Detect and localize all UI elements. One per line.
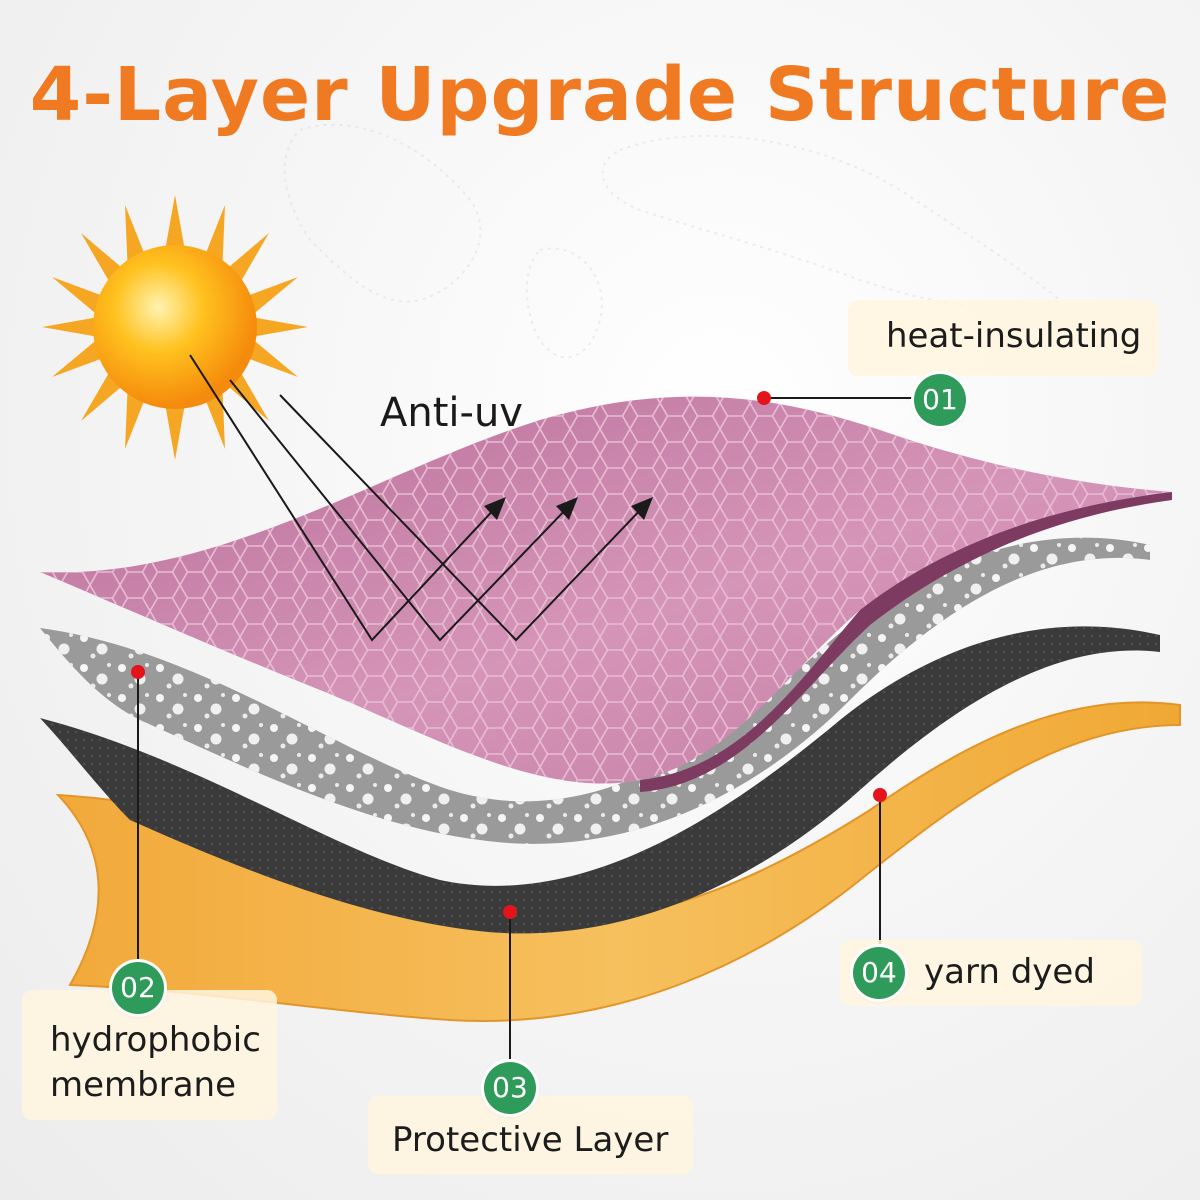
callout-box-03 xyxy=(368,1096,693,1174)
layer-03-badge: 03 xyxy=(484,1062,536,1114)
callout-box-01 xyxy=(848,300,1158,376)
layer-02-label-line2: membrane xyxy=(50,1065,237,1105)
layer-04-badge: 04 xyxy=(853,947,905,999)
callout-lines xyxy=(137,397,940,1060)
marker-03 xyxy=(503,905,517,919)
anti-uv-annotation: Anti-uv xyxy=(380,390,523,436)
layer-markers xyxy=(131,391,887,919)
background-texture xyxy=(283,123,1063,359)
uv-ray-lines xyxy=(189,354,646,642)
diagram-title: 4-Layer Upgrade Structure xyxy=(29,52,1171,138)
marker-01 xyxy=(757,391,771,405)
arrow-up-right-icon xyxy=(484,497,653,520)
layer-02-badge: 02 xyxy=(112,962,164,1014)
layer-01-badge: 01 xyxy=(914,374,966,426)
layer-01-label: heat-insulating xyxy=(886,316,1142,356)
callout-box-02 xyxy=(22,990,277,1120)
marker-02 xyxy=(131,665,145,679)
layer-03-label: Protective Layer xyxy=(392,1120,669,1160)
layer-04-label: yarn dyed xyxy=(924,952,1095,992)
marker-04 xyxy=(873,788,887,802)
sun-icon xyxy=(42,195,308,460)
layer-02-label-line1: hydrophobic xyxy=(50,1020,261,1060)
